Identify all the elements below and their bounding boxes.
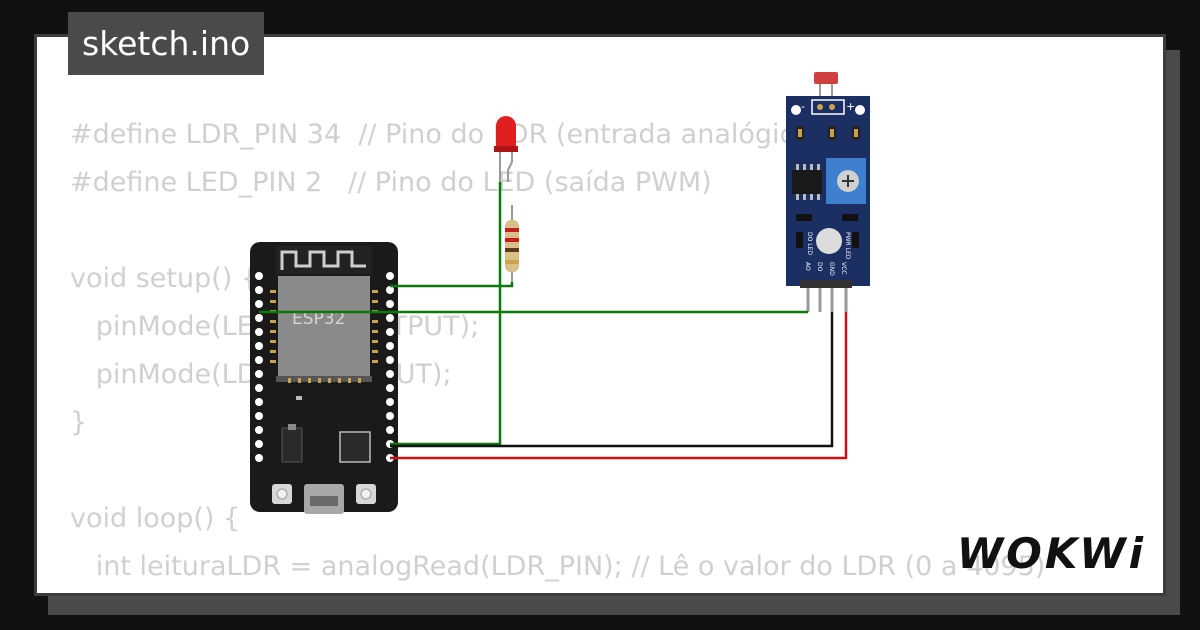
wire-gnd[interactable] — [390, 312, 834, 448]
polarity-plus: + — [846, 100, 855, 113]
wokwi-logo: WOKWi — [956, 529, 1146, 578]
board-label: ESP32 — [292, 309, 345, 329]
pin-label-do: DO — [816, 262, 823, 272]
resistor[interactable] — [505, 205, 519, 282]
project-card[interactable]: #define LDR_PIN 34 // Pino do LDR (entra… — [34, 34, 1166, 596]
file-tab[interactable]: sketch.ino — [68, 12, 265, 75]
pwr-led-label: PWR LED — [844, 232, 851, 260]
code-line: } — [70, 407, 88, 438]
pin-label-gnd: GND — [828, 262, 835, 276]
wire-led-gnd[interactable] — [390, 182, 502, 446]
wire-led-gpio[interactable] — [390, 282, 514, 288]
code-line: int leituraLDR = analogRead(LDR_PIN); //… — [70, 551, 1046, 582]
wire-vcc[interactable] — [390, 312, 848, 460]
code-line: #define LED_PIN 2 // Pino do LED (saída … — [70, 167, 712, 198]
do-led-label: DO LED — [806, 232, 813, 255]
ldr-sensor-module[interactable]: - + DO LED PWR LED AO DO GND VCC — [786, 72, 870, 312]
red-led[interactable] — [494, 116, 518, 182]
wires — [259, 182, 848, 460]
pin-label-ao: AO — [804, 262, 811, 271]
pin-label-vcc: VCC — [840, 262, 847, 274]
esp32-board[interactable]: ESP32 — [250, 242, 398, 514]
polarity-minus: - — [801, 100, 805, 113]
header-pins-left — [255, 272, 263, 462]
code-line: void loop() { — [70, 503, 241, 534]
